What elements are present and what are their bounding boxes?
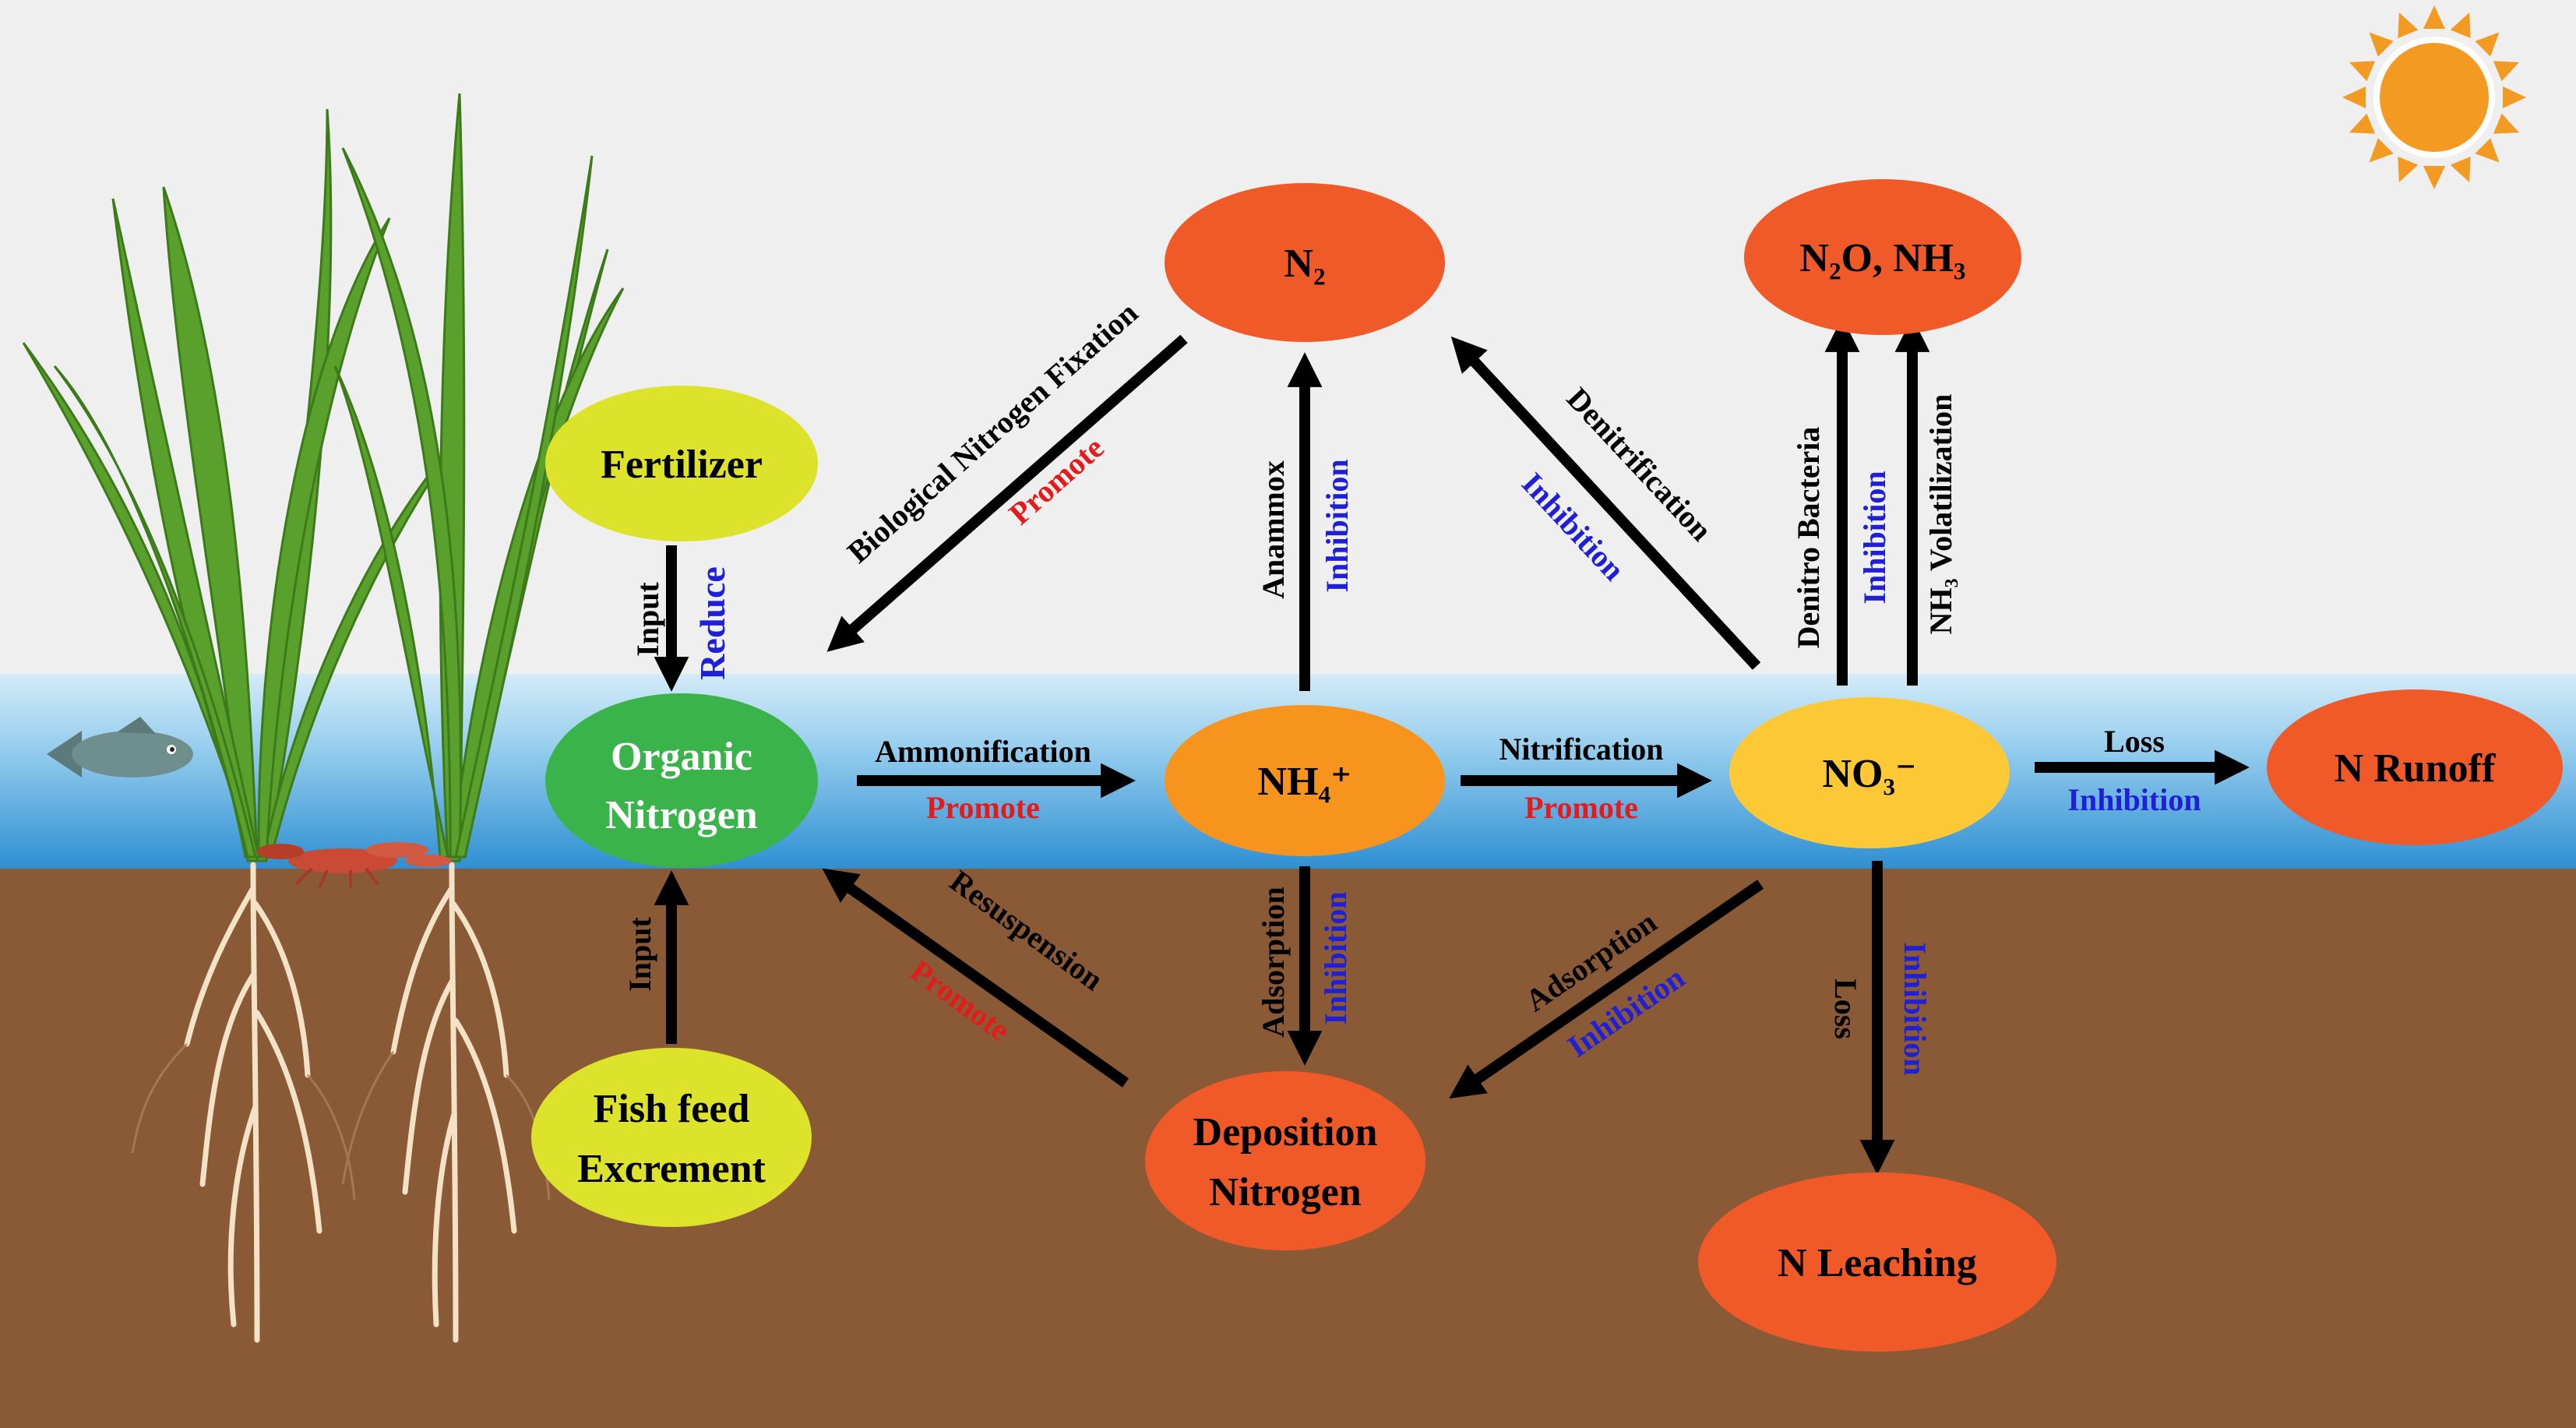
label-anammox: Anammox: [1256, 460, 1291, 599]
node-organic-nitrogen: Organic Nitrogen: [545, 693, 818, 868]
label-input-top: Input: [630, 582, 665, 657]
node-n-runoff: N Runoff: [2267, 689, 2563, 845]
arrow-n2-to-organic: [826, 334, 1188, 652]
node-no3-label: NO₃⁻: [1822, 752, 1916, 796]
label-inhibition-runoff: Inhibition: [2067, 782, 2201, 817]
label-loss-runoff: Loss: [2104, 724, 2165, 759]
node-fish-feed-label-2: Excrement: [577, 1147, 766, 1191]
node-n-leaching: N Leaching: [1698, 1172, 2056, 1352]
node-n2-label: N₂: [1284, 242, 1325, 286]
label-adsorption-nh4: Adsorption: [1256, 887, 1291, 1037]
node-n2o-nh3: N₂O, NH₃: [1744, 179, 2021, 335]
label-nitrification: Nitrification: [1499, 732, 1663, 767]
node-n-leaching-label: N Leaching: [1778, 1241, 1977, 1285]
node-n-runoff-label: N Runoff: [2335, 746, 2496, 791]
node-deposition-label-1: Deposition: [1193, 1110, 1378, 1155]
node-no3: NO₃⁻: [1729, 697, 2010, 848]
label-inhibition-anammox: Inhibition: [1320, 459, 1355, 592]
label-promote-nitri: Promote: [1524, 790, 1638, 825]
crayfish-icon: [257, 842, 452, 888]
sun-icon: [2342, 5, 2526, 189]
label-reduce: Reduce: [692, 566, 732, 680]
node-organic-label-1: Organic: [611, 735, 752, 779]
node-fish-feed-label-1: Fish feed: [594, 1087, 750, 1131]
label-promote-ammon: Promote: [926, 790, 1040, 825]
node-n2o-nh3-label: N₂O, NH₃: [1799, 236, 1965, 280]
label-denitro-bacteria: Denitro Bacteria: [1791, 427, 1826, 649]
node-fertilizer-label: Fertilizer: [601, 443, 763, 487]
node-nh4: NH₄⁺: [1165, 705, 1445, 856]
fish-icon: [47, 717, 193, 777]
arrow-no3-to-deposition: [1449, 880, 1764, 1099]
node-nh4-label: NH₄⁺: [1257, 760, 1351, 804]
label-nh3-volatilization: NH₃ Volatilization: [1923, 394, 1958, 635]
arrow-no3-to-n2: [1450, 336, 1761, 670]
label-input-bottom: Input: [622, 917, 657, 992]
node-deposition-label-2: Nitrogen: [1209, 1170, 1362, 1215]
rice-plant-icon: [22, 93, 625, 1343]
label-inhibition-ads-nh4: Inhibition: [1318, 891, 1353, 1024]
node-organic-label-2: Nitrogen: [605, 793, 758, 837]
label-loss-leaching: Loss: [1828, 978, 1863, 1039]
node-fish-feed: Fish feed Excrement: [531, 1048, 812, 1227]
label-inhibition-bacteria: Inhibition: [1857, 471, 1892, 604]
label-ammonification: Ammonification: [875, 734, 1091, 769]
arrow-deposition-to-organic: [822, 868, 1129, 1088]
node-n2: N₂: [1165, 183, 1445, 342]
node-fertilizer: Fertilizer: [545, 386, 818, 541]
label-inhibition-leaching: Inhibition: [1898, 942, 1933, 1075]
node-deposition-nitrogen: Deposition Nitrogen: [1145, 1071, 1425, 1250]
